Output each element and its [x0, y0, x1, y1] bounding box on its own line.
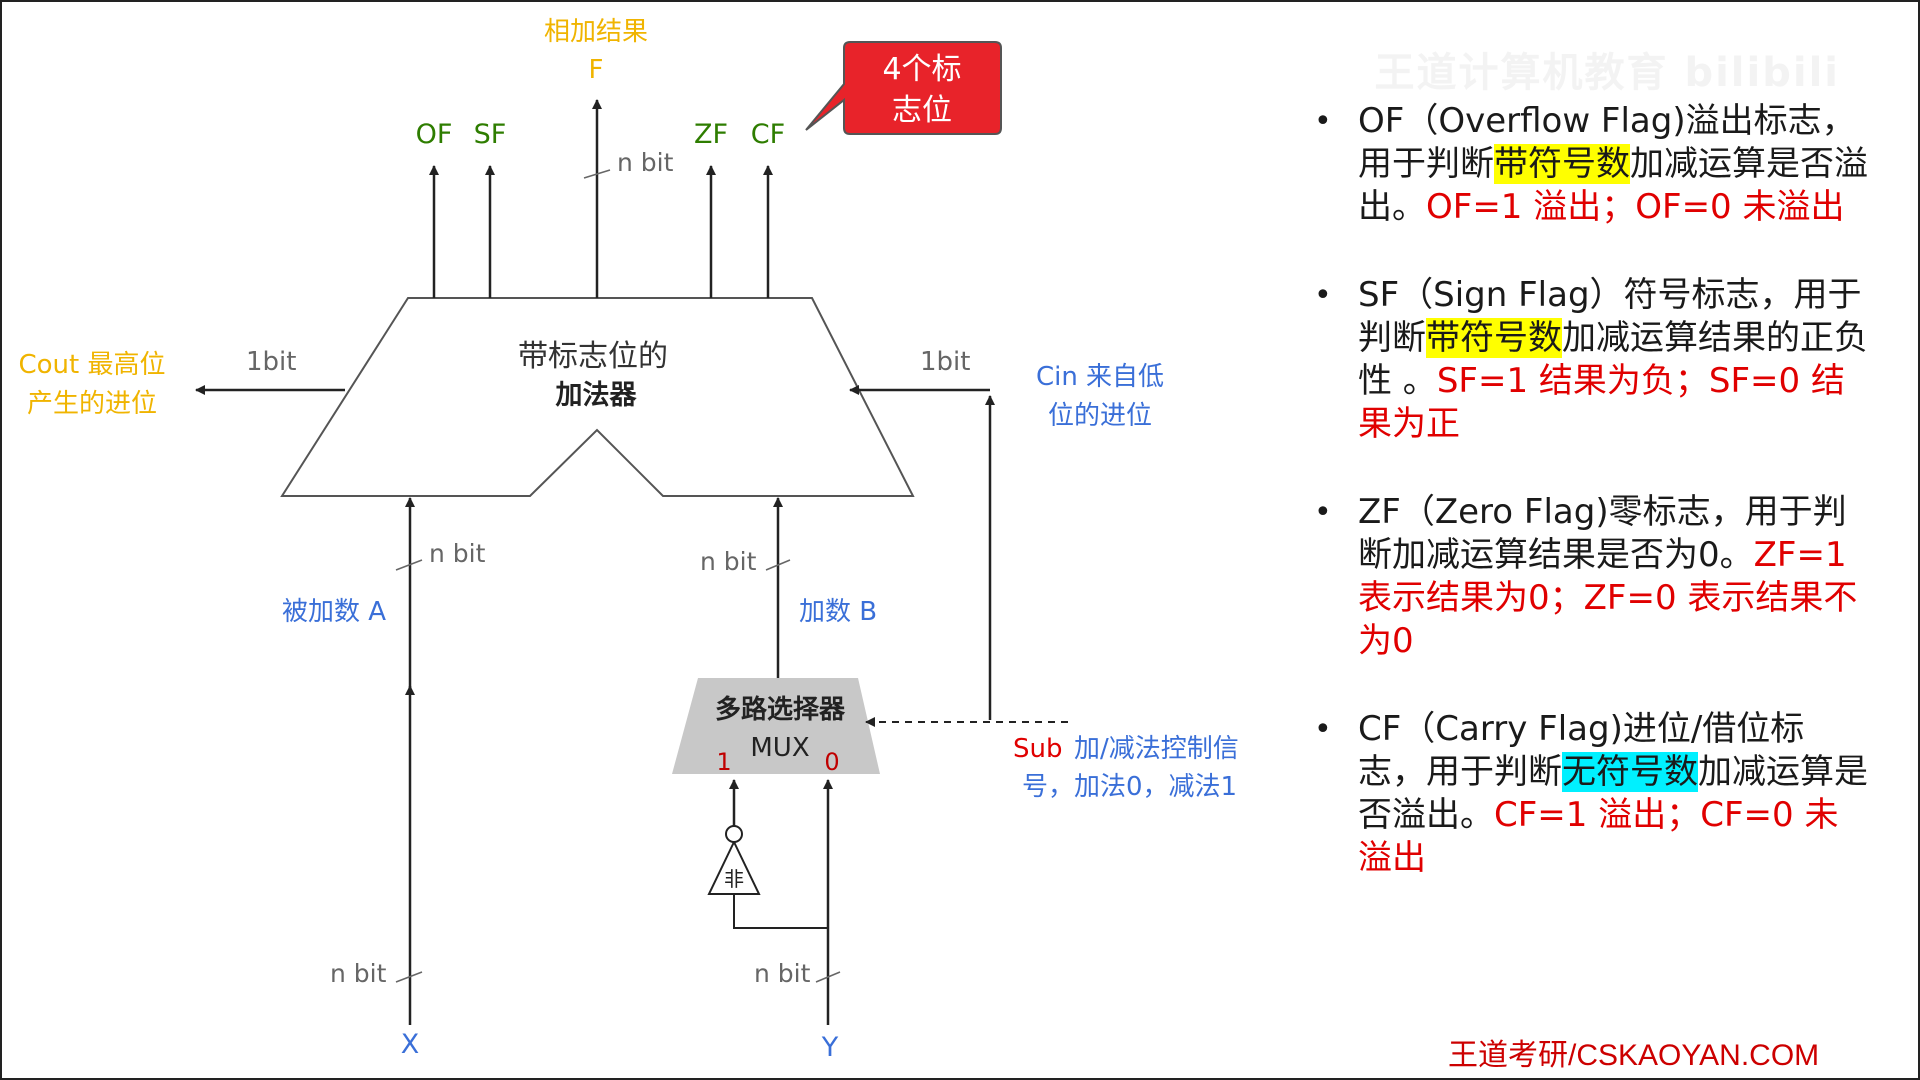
adder-shape — [280, 297, 915, 497]
cin-label-line1: Cin 来自低 — [1036, 362, 1164, 392]
result-f-label: F — [589, 55, 604, 85]
f-width-label: n bit — [617, 148, 674, 177]
input-y-label: Y — [821, 1032, 839, 1063]
of-label: OF — [416, 119, 453, 150]
y-width-label: n bit — [754, 959, 811, 988]
a-width-tick — [395, 559, 423, 571]
footer-brand: 王道考研/CSKAOYAN.COM — [1448, 1039, 1820, 1072]
x-width-tick — [395, 971, 423, 983]
sub-label: Sub — [1013, 734, 1063, 764]
mux-label-line2: MUX — [750, 733, 809, 763]
flags-callout-line1: 4个标 — [882, 52, 961, 87]
operand-a-label: 被加数 A — [282, 597, 386, 627]
sf-values: SF=1 结果为负；SF=0 结果为正 — [1358, 361, 1845, 444]
x-width-label: n bit — [330, 959, 387, 988]
not-gate-label: 非 — [724, 867, 744, 891]
cf-label: CF — [751, 119, 785, 150]
a-width-label: n bit — [429, 539, 486, 568]
mux-input-0-label: 0 — [824, 748, 839, 776]
highlight-signed: 带符号数 — [1426, 318, 1562, 358]
cf-values: CF=1 溢出；CF=0 未溢出 — [1358, 795, 1839, 878]
adder-diagram: 相加结果 F OF SF ZF CF n bit 4个标 志位 带标志位的 加法… — [19, 17, 1239, 1063]
y-to-not-branch — [733, 894, 828, 929]
flag-notes-list: • OF（Overflow Flag)溢出标志，用于判断带符号数加减运算是否溢出… — [1310, 100, 1870, 925]
f-width-tick — [583, 169, 611, 179]
note-cf: • CF（Carry Flag)进位/借位标志，用于判断无符号数加减运算是否溢出… — [1314, 709, 1868, 878]
cout-label-line2: 产生的进位 — [27, 389, 157, 419]
bullet-icon: • — [1314, 278, 1332, 313]
flags-callout-line2: 志位 — [892, 93, 952, 128]
note-zf: • ZF（Zero Flag)零标志，用于判断加减运算结果是否为0。ZF=1 表… — [1314, 492, 1858, 661]
b-width-tick — [765, 559, 791, 571]
zf-values: ZF=1 表示结果为0；ZF=0 表示结果不为0 — [1358, 535, 1858, 661]
mux-shape — [672, 678, 880, 774]
b-width-label: n bit — [700, 547, 757, 576]
sub-desc-line2: 号，加法0，减法1 — [1022, 772, 1237, 802]
cout-width-label: 1bit — [246, 347, 296, 377]
note-sf: • SF（Sign Flag）符号标志，用于判断带符号数加减运算结果的正负性 。… — [1314, 275, 1868, 444]
bullet-icon: • — [1314, 104, 1332, 139]
cin-width-label: 1bit — [920, 347, 970, 377]
bullet-icon: • — [1314, 495, 1332, 530]
of-values: OF=1 溢出；OF=0 未溢出 — [1426, 187, 1845, 227]
mux-label-line1: 多路选择器 — [715, 694, 846, 725]
operand-b-label: 加数 B — [799, 597, 877, 627]
not-gate-shape — [707, 839, 761, 895]
note-of: • OF（Overflow Flag)溢出标志，用于判断带符号数加减运算是否溢出… — [1314, 101, 1868, 227]
cin-label-line2: 位的进位 — [1048, 401, 1152, 431]
mux-input-1-label: 1 — [716, 748, 731, 776]
adder-label-line2: 加法器 — [556, 380, 638, 411]
bullet-icon: • — [1314, 712, 1332, 747]
highlight-unsigned: 无符号数 — [1562, 752, 1698, 792]
highlight-signed: 带符号数 — [1494, 144, 1630, 184]
zf-label: ZF — [694, 119, 728, 150]
result-label: 相加结果 — [544, 17, 648, 47]
adder-label-line1: 带标志位的 — [518, 339, 668, 374]
watermark: 王道计算机教育 bilibili — [1374, 50, 1840, 96]
y-width-tick — [815, 971, 841, 983]
sub-desc-line1: 加/减法控制信 — [1074, 734, 1239, 764]
flags-callout — [805, 41, 1002, 135]
input-x-label: X — [401, 1029, 420, 1060]
sf-label: SF — [474, 119, 507, 150]
not-gate-bubble — [725, 825, 743, 843]
cout-label-line1: Cout 最高位 — [19, 350, 166, 380]
